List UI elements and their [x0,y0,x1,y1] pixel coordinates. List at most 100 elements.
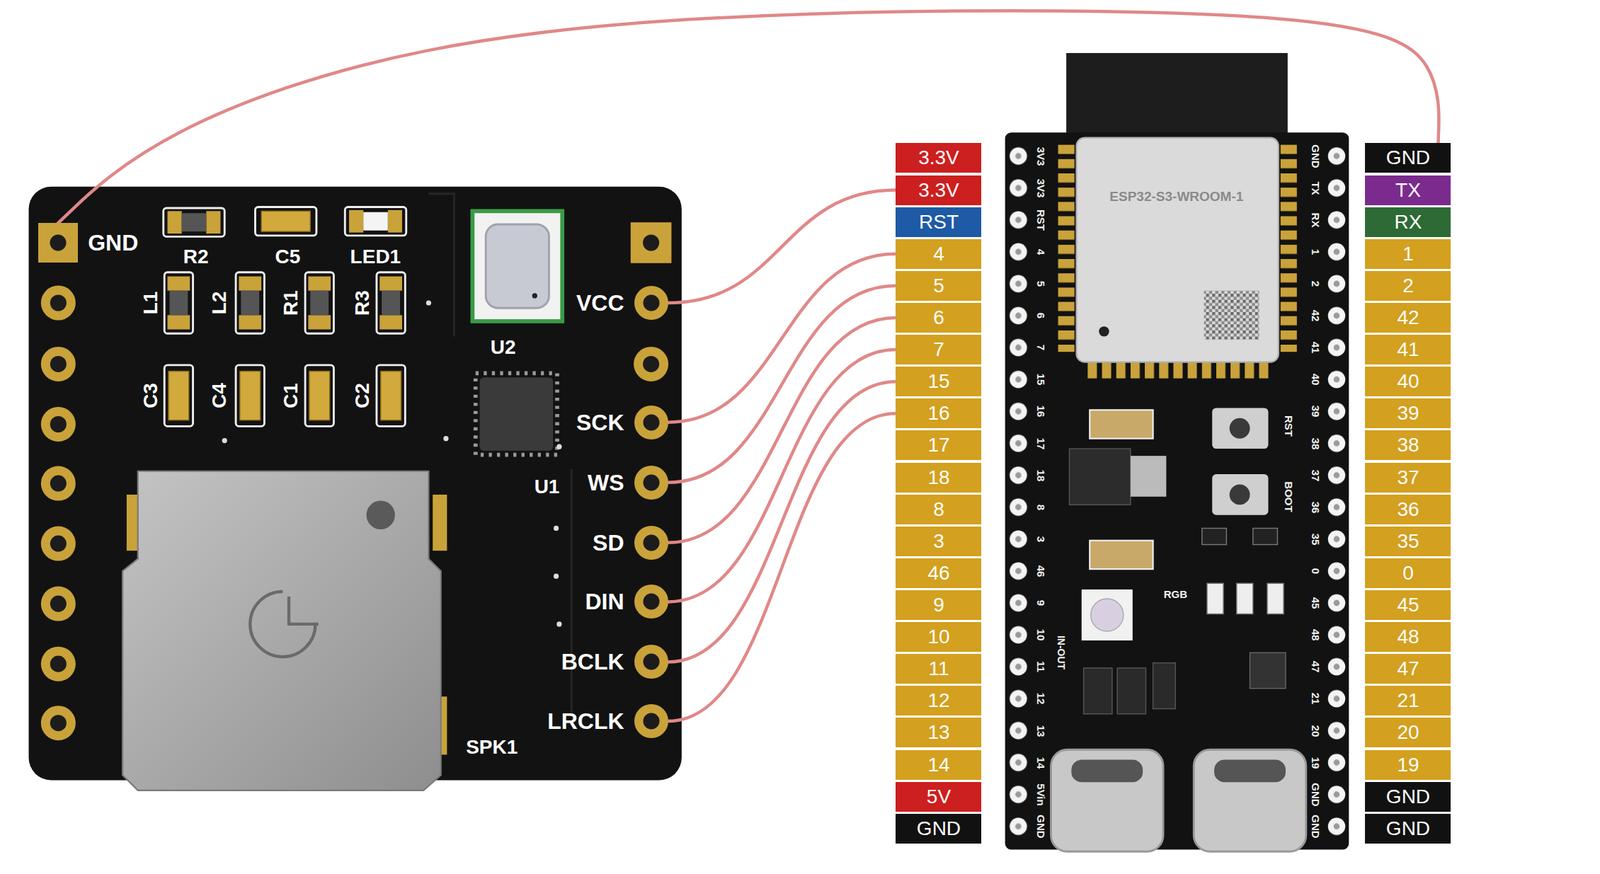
pin-number: 10 [927,627,950,648]
smd-part [1083,668,1113,715]
pin-header-box: 7 [895,334,982,365]
pad-hole [50,656,67,673]
pin-header-box: 13 [895,717,982,748]
pin-number: 3.3V [918,147,960,168]
smd-resistor [305,272,334,334]
usb-c-slot [1214,760,1286,784]
silk-pin-label: 45 [1309,597,1321,610]
pin-name: DIN [584,590,624,614]
round-pad [41,466,76,502]
pin-header-box: GND [1364,143,1451,173]
smd-resistor [376,272,405,334]
pad-hole [50,416,67,433]
pin1-dot [1098,326,1109,337]
via [553,574,559,580]
amplifier-chip [480,377,554,451]
usb-chip [1250,652,1286,689]
microphone-body [485,224,549,308]
pin-name: VCC [576,291,625,315]
part-label: C3 [140,383,161,409]
pin-number: 41 [1396,339,1419,360]
pin-header-box: 18 [895,463,982,493]
speaker [122,471,442,791]
speaker-mark [288,596,319,625]
pcb-trace [570,469,573,715]
speaker-dot [366,501,396,530]
silk-pin-label: 5 [1035,281,1047,287]
pin-header-box: 8 [895,494,982,525]
pin-header-box: GND [1364,782,1451,813]
part-label: R2 [183,247,209,267]
silk-pin-label: 11 [1035,661,1047,673]
silk-pin-label: 2 [1309,281,1321,287]
header-holes [1327,140,1346,843]
silk-pin-label: GND [1309,144,1321,168]
pad-hole [50,294,67,311]
round-pad [41,526,76,562]
pin-header-box: 2 [1364,271,1451,301]
pin1-dot [532,293,538,299]
pin-header-box: 41 [1364,334,1451,365]
smd-capacitor [376,365,405,427]
module-pin: SD [592,526,668,560]
pin-number: 2 [1402,276,1414,296]
pin-number: GND [1386,147,1431,168]
speaker-tab [126,494,139,551]
silk-pin-label: 39 [1309,405,1321,418]
silk-pin-label: 42 [1309,310,1321,323]
pin-number: GND [1386,819,1431,839]
pad-hole [50,356,67,373]
pad-hole [50,715,67,732]
silk-pin-label: 9 [1035,600,1047,607]
pin-header-box: 17 [895,430,982,461]
silk-pin-label: 1 [1309,249,1321,255]
via [556,621,562,627]
square-pad [630,222,672,264]
jumper-wire [668,286,897,483]
silk-pin-label: TX [1309,181,1321,195]
pin-number: 9 [933,595,945,616]
round-pad [41,647,76,682]
pin-header-box: 21 [1364,686,1451,716]
header-holes [1008,140,1028,843]
pin-number: 21 [1396,690,1419,711]
silk-pin-label: 37 [1309,469,1321,482]
module-marking: ESP32-S3-WROOM-1 [1109,189,1244,203]
silk-pin-label: 8 [1035,504,1047,511]
antenna [1066,53,1288,137]
via [222,438,228,444]
pin-header-box: 45 [1364,590,1451,621]
round-pad [41,586,76,622]
part-label: R1 [281,290,301,316]
pin-header-box: GND [1364,814,1451,844]
silk-pin-label: 35 [1309,533,1321,546]
round-pad [634,405,669,440]
pin-header-box: 48 [1364,622,1451,653]
round-pad [634,644,669,679]
pin-number: 46 [927,563,950,584]
silk-pin-label: 12 [1035,693,1047,706]
via [426,300,432,306]
pin-name: SCK [576,411,625,434]
pin-number: 18 [927,467,950,488]
pin-name: SD [592,531,624,555]
reset-button [1212,407,1268,449]
silk-pin-label: 4 [1035,249,1047,255]
silk-pin-label: 13 [1035,724,1047,737]
round-pad [634,526,669,560]
pin-number: 38 [1396,435,1419,456]
pin-number: RST [918,212,959,233]
pin-number: GND [1386,787,1431,808]
silk-pin-label: 3V3 [1035,146,1047,166]
part-label: C5 [275,247,301,267]
jumper-wire [668,190,897,304]
module-pin: DIN [584,584,668,619]
pin-header-box: 35 [1364,526,1451,557]
pin-header-box: 5V [895,782,982,813]
silk-pin-label: 41 [1309,341,1321,354]
status-led [1207,583,1224,614]
button-cap [1229,484,1251,506]
module-pin: VCC [576,286,669,320]
pin-header-box: 42 [1364,303,1451,333]
